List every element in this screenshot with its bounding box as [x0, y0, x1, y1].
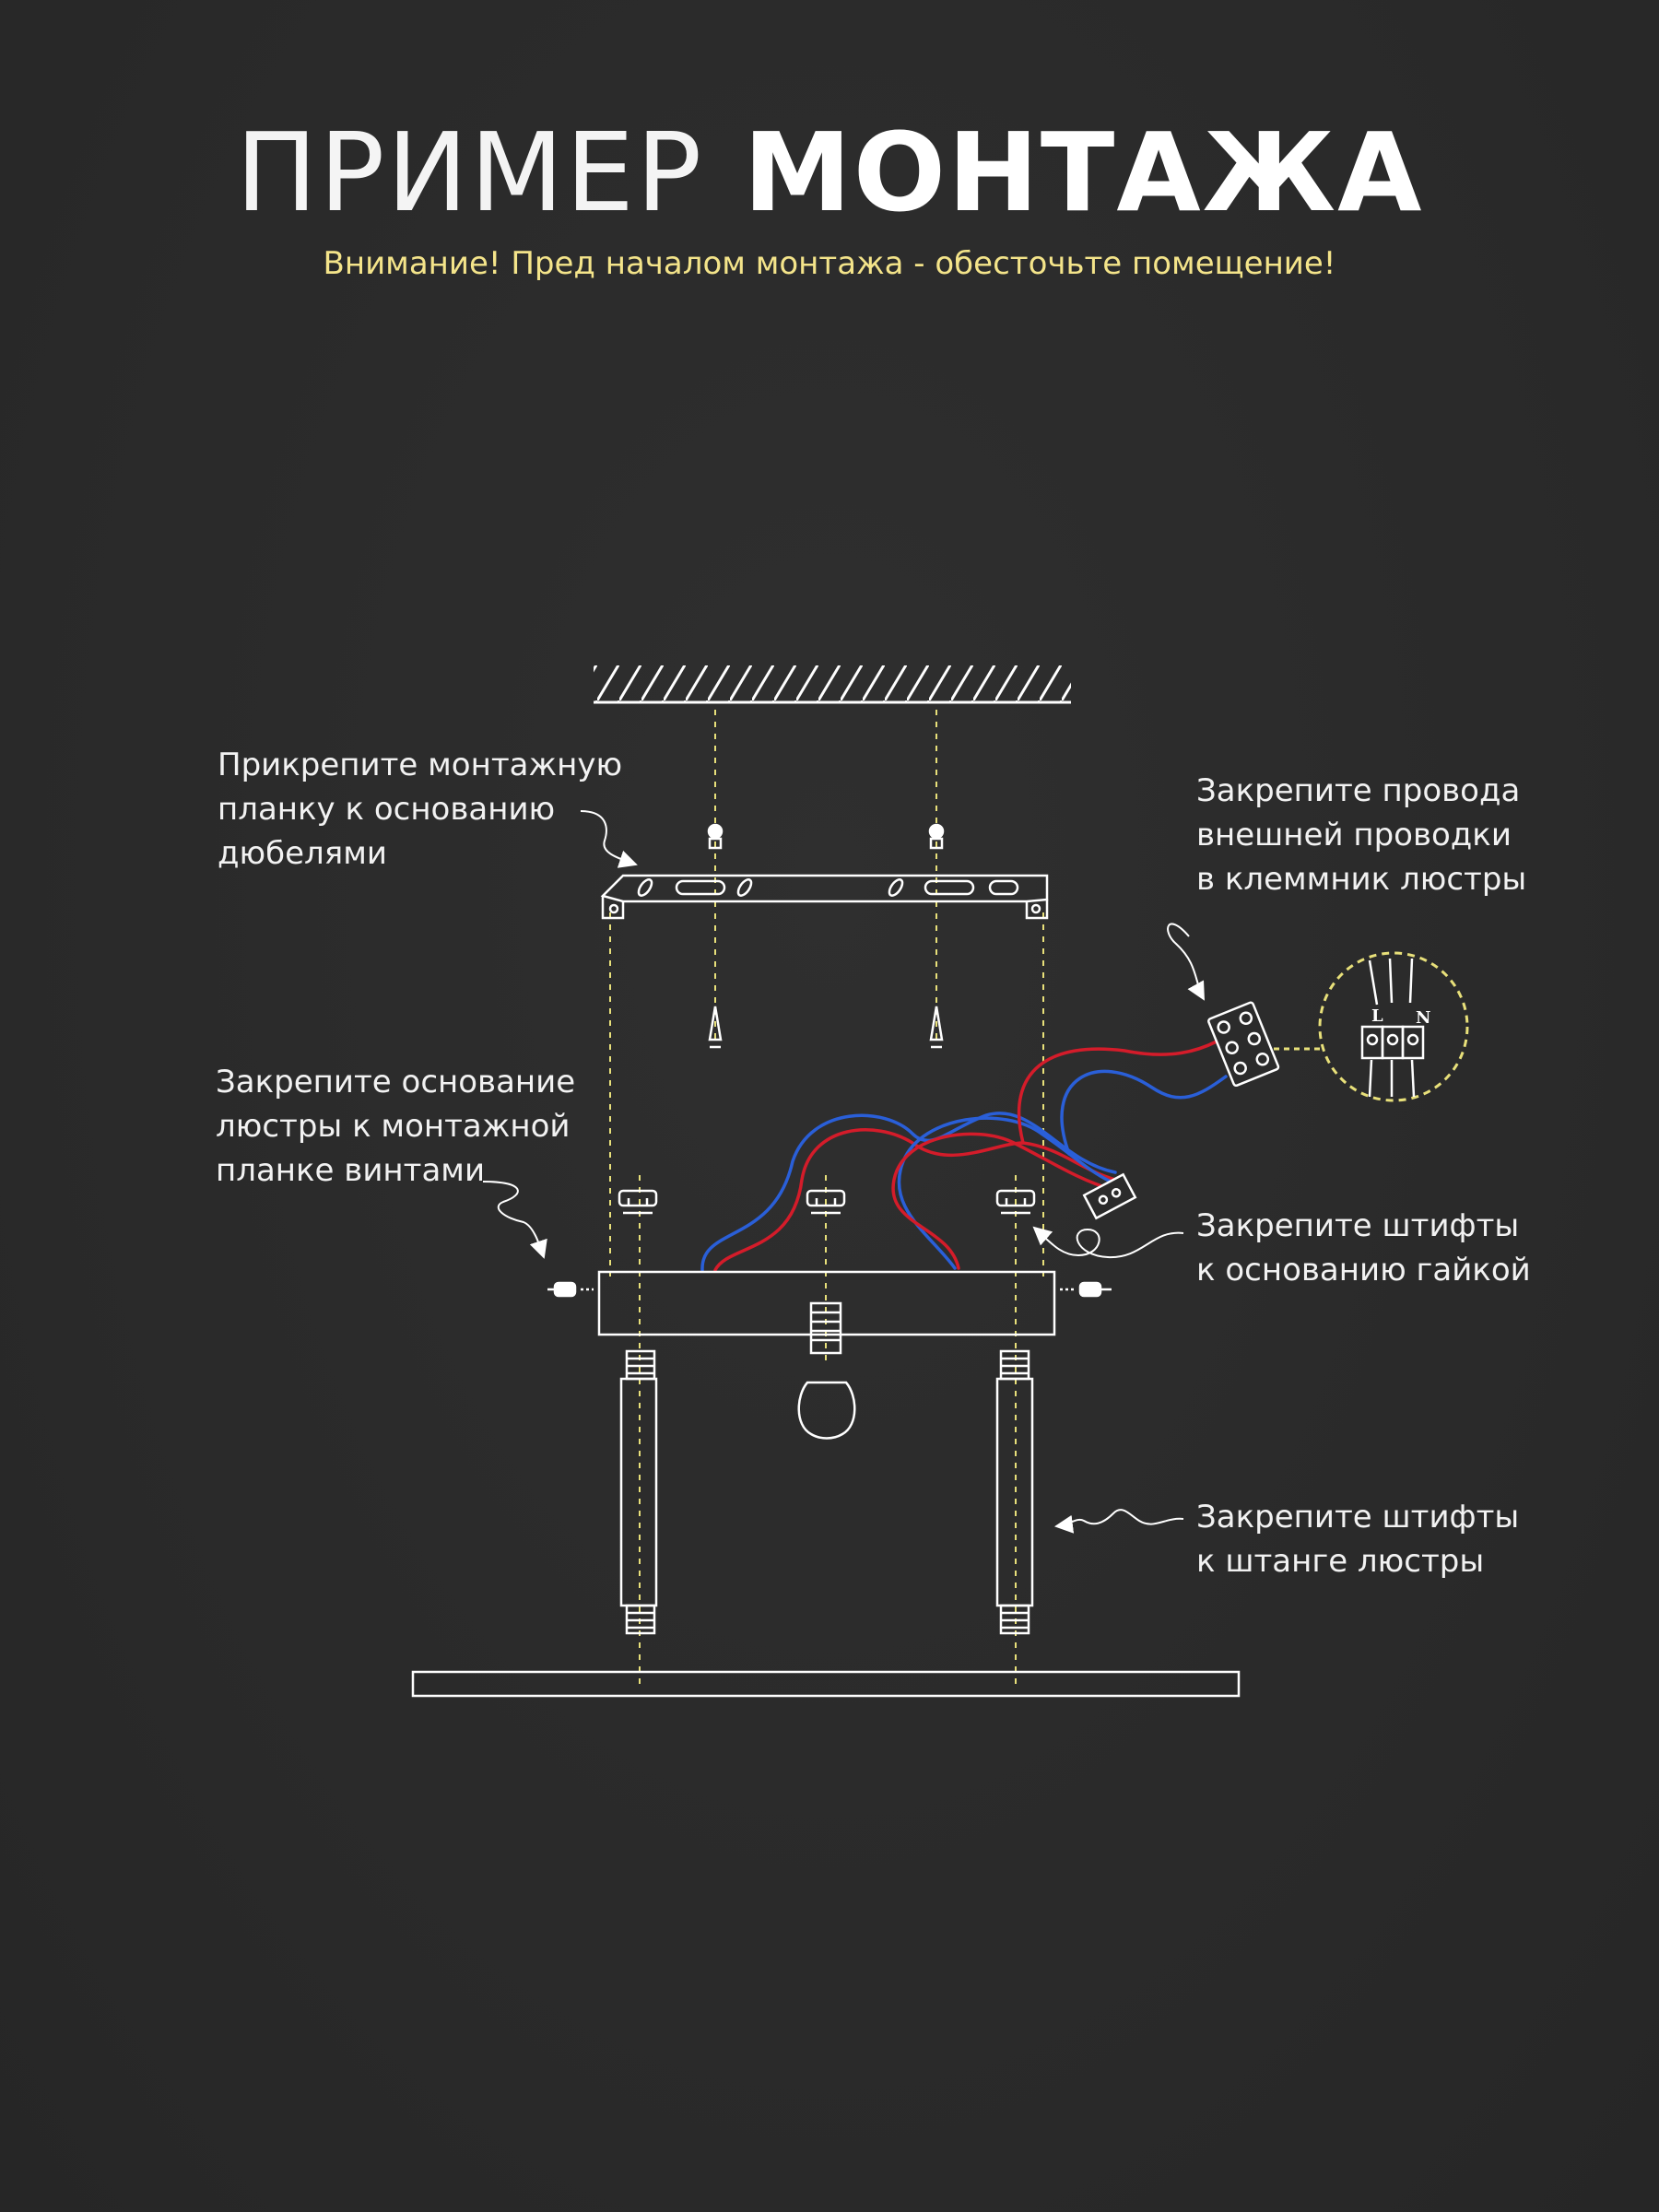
ceiling: [594, 665, 1071, 704]
wire-connector: [1082, 1172, 1137, 1220]
callout-line: планке винтами: [216, 1152, 486, 1189]
callout-line: в клеммник люстры: [1196, 861, 1527, 898]
dowel-left: [708, 1006, 723, 1049]
callout-line: Прикрепите монтажную: [218, 747, 623, 783]
callout-line: Закрепите штифты: [1196, 1207, 1520, 1244]
nut-center: [806, 1189, 846, 1215]
side-screw-left: [547, 1281, 594, 1298]
nut-left: [618, 1189, 658, 1215]
callout-line: к основанию гайкой: [1196, 1252, 1531, 1288]
callout-base-screws: Закрепите основание люстры к монтажной п…: [216, 1060, 575, 1193]
callout-line: к штанге люстры: [1196, 1543, 1485, 1580]
chandelier-base: [597, 1270, 1056, 1355]
dowel-screw-right: [928, 823, 945, 850]
callout-pins-rod: Закрепите штифты к штанге люстры: [1196, 1495, 1519, 1583]
dowel-screw-left: [707, 823, 724, 850]
warning-text: Внимание! Пред началом монтажа - обесточ…: [323, 245, 1336, 282]
callout-arrows: [482, 810, 1205, 1534]
guide-lines: [609, 710, 1044, 1687]
callout-pins-nut: Закрепите штифты к основанию гайкой: [1196, 1204, 1531, 1292]
callout-line: планку к основанию: [218, 791, 556, 828]
rod-left: [619, 1349, 658, 1635]
title-light: ПРИМЕР: [235, 109, 704, 236]
terminal-block: [1207, 1001, 1280, 1088]
callout-wires: Закрепите провода внешней проводки в кле…: [1196, 769, 1526, 901]
terminal-zoom: L N: [1274, 951, 1469, 1102]
rod-right: [995, 1349, 1034, 1635]
mounting-plate: [600, 874, 1049, 920]
wires: [700, 1040, 1228, 1272]
page-title: ПРИМЕР МОНТАЖА: [0, 118, 1659, 227]
dowel-right: [929, 1006, 944, 1049]
title-bold: МОНТАЖА: [743, 109, 1424, 236]
side-screw-right: [1060, 1281, 1112, 1298]
callout-line: дюбелями: [218, 835, 387, 872]
callout-line: внешней проводки: [1196, 817, 1512, 853]
callout-mount-plate: Прикрепите монтажную планку к основанию …: [218, 743, 622, 876]
nut-right: [995, 1189, 1036, 1215]
terminal-label-n: N: [1416, 1008, 1430, 1028]
callout-line: Закрепите штифты: [1196, 1499, 1520, 1535]
callout-line: люстры к монтажной: [216, 1108, 571, 1145]
terminal-label-l: L: [1371, 1006, 1383, 1026]
bulb: [797, 1381, 856, 1440]
lamp-bar: [411, 1670, 1241, 1698]
callout-line: Закрепите провода: [1196, 772, 1521, 809]
callout-line: Закрепите основание: [216, 1064, 576, 1100]
